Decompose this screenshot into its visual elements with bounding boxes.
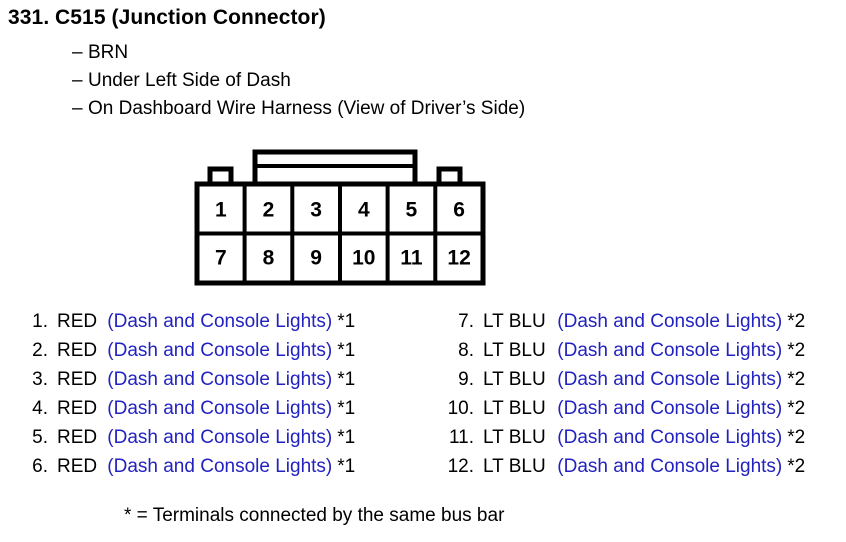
pin-row: 11. LT BLU (Dash and Console Lights)*2 <box>440 423 805 452</box>
pin-circuit-name: (Dash and Console Lights) <box>557 311 783 332</box>
pin-wire-color: RED <box>57 311 98 332</box>
pin-circuit-name: (Dash and Console Lights) <box>557 369 783 390</box>
pin-wire-color: RED <box>57 427 98 448</box>
connector-alignment-notches <box>207 166 463 184</box>
pin-index: 1. <box>32 311 48 332</box>
pin-wire-color: LT BLU <box>483 427 546 448</box>
pin-wire-color: LT BLU <box>483 369 546 390</box>
pin-circuit-name: (Dash and Console Lights) <box>107 398 333 419</box>
pin-wire-color: RED <box>57 398 98 419</box>
pin-busbar-note: *2 <box>787 456 806 477</box>
pin-index: 11. <box>448 427 474 448</box>
pin-busbar-note: *1 <box>337 398 356 419</box>
pin-index: 7. <box>458 311 474 332</box>
pin-busbar-note: *2 <box>787 311 806 332</box>
item-number: 331. <box>8 6 50 29</box>
pin-circuit-name: (Dash and Console Lights) <box>107 369 333 390</box>
pin-circuit-name: (Dash and Console Lights) <box>557 427 783 448</box>
pin-row: 2. RED (Dash and Console Lights)*1 <box>14 336 355 365</box>
pin-circuit-name: (Dash and Console Lights) <box>107 340 333 361</box>
footnote-bus-bar: * = Terminals connected by the same bus … <box>124 505 505 526</box>
dash-marker: – <box>72 98 83 119</box>
pin-circuit-name: (Dash and Console Lights) <box>107 427 333 448</box>
pin-busbar-note: *2 <box>787 340 806 361</box>
pin-wire-color: RED <box>57 340 98 361</box>
pin-circuit-name: (Dash and Console Lights) <box>557 340 783 361</box>
connector-locking-tab <box>252 149 418 185</box>
cavity-number: 6 <box>453 199 465 222</box>
pin-busbar-note: *2 <box>787 398 806 419</box>
pin-busbar-note: *1 <box>337 427 356 448</box>
pin-wire-color: LT BLU <box>483 398 546 419</box>
pin-row: 1. RED (Dash and Console Lights)*1 <box>14 307 355 336</box>
pin-row: 5. RED (Dash and Console Lights)*1 <box>14 423 355 452</box>
pin-wire-color: LT BLU <box>483 311 546 332</box>
pin-index: 12. <box>447 456 474 477</box>
pin-busbar-note: *2 <box>787 369 806 390</box>
pin-index: 2. <box>32 340 48 361</box>
pin-wire-color: RED <box>57 456 98 477</box>
pin-busbar-note: *1 <box>337 369 356 390</box>
cavity-number: 7 <box>215 247 227 270</box>
pin-wire-color: LT BLU <box>483 340 546 361</box>
pin-index: 3. <box>32 369 48 390</box>
pin-index: 5. <box>32 427 48 448</box>
dash-marker: – <box>72 70 83 91</box>
detail-line-harness: –On Dashboard Wire Harness (View of Driv… <box>72 98 525 120</box>
detail-text: On Dashboard Wire Harness (View of Drive… <box>88 98 526 119</box>
pin-circuit-name: (Dash and Console Lights) <box>557 398 783 419</box>
pin-index: 10. <box>447 398 474 419</box>
cavity-number: 4 <box>358 199 370 222</box>
dash-marker: – <box>72 42 83 63</box>
cavity-number: 12 <box>447 247 470 270</box>
cavity-numbers-bottom-row: 7 8 9 10 11 12 <box>215 247 471 270</box>
detail-text: BRN <box>88 42 129 63</box>
cavity-number: 1 <box>215 199 227 222</box>
cavity-number: 8 <box>263 247 275 270</box>
pin-busbar-note: *1 <box>337 340 356 361</box>
pin-row: 7. LT BLU (Dash and Console Lights)*2 <box>440 307 805 336</box>
detail-line-location: –Under Left Side of Dash <box>72 70 291 92</box>
pin-row: 8. LT BLU (Dash and Console Lights)*2 <box>440 336 805 365</box>
connector-title: C515 (Junction Connector) <box>55 6 326 29</box>
pin-circuit-name: (Dash and Console Lights) <box>107 456 333 477</box>
cavity-number: 5 <box>406 199 418 222</box>
pin-circuit-name: (Dash and Console Lights) <box>557 456 783 477</box>
pin-index: 8. <box>458 340 474 361</box>
connector-diagram: 1 2 3 4 5 6 7 8 9 10 11 12 <box>185 138 495 293</box>
page-title: 331.C515 (Junction Connector) <box>8 6 326 30</box>
cavity-number: 10 <box>352 247 375 270</box>
pin-index: 4. <box>32 398 48 419</box>
cavity-number: 3 <box>310 199 322 222</box>
pin-circuit-name: (Dash and Console Lights) <box>107 311 333 332</box>
pin-index: 6. <box>32 456 48 477</box>
pin-row: 4. RED (Dash and Console Lights)*1 <box>14 394 355 423</box>
pin-row: 10. LT BLU (Dash and Console Lights)*2 <box>440 394 806 423</box>
detail-line-wire-color: –BRN <box>72 42 128 64</box>
cavity-number: 11 <box>400 247 423 270</box>
cavity-number: 9 <box>310 247 322 270</box>
pin-busbar-note: *1 <box>337 311 356 332</box>
connector-cavity-grid <box>197 184 483 283</box>
cavity-number: 2 <box>263 199 275 222</box>
pin-row: 6. RED (Dash and Console Lights)*1 <box>14 452 355 481</box>
pin-row: 3. RED (Dash and Console Lights)*1 <box>14 365 355 394</box>
pin-wire-color: RED <box>57 369 98 390</box>
cavity-numbers-top-row: 1 2 3 4 5 6 <box>215 199 465 222</box>
pin-wire-color: LT BLU <box>483 456 546 477</box>
pin-row: 9. LT BLU (Dash and Console Lights)*2 <box>440 365 805 394</box>
pin-row: 12. LT BLU (Dash and Console Lights)*2 <box>440 452 806 481</box>
pin-busbar-note: *2 <box>787 427 806 448</box>
detail-text: Under Left Side of Dash <box>88 70 291 91</box>
pin-busbar-note: *1 <box>337 456 356 477</box>
pin-index: 9. <box>458 369 474 390</box>
